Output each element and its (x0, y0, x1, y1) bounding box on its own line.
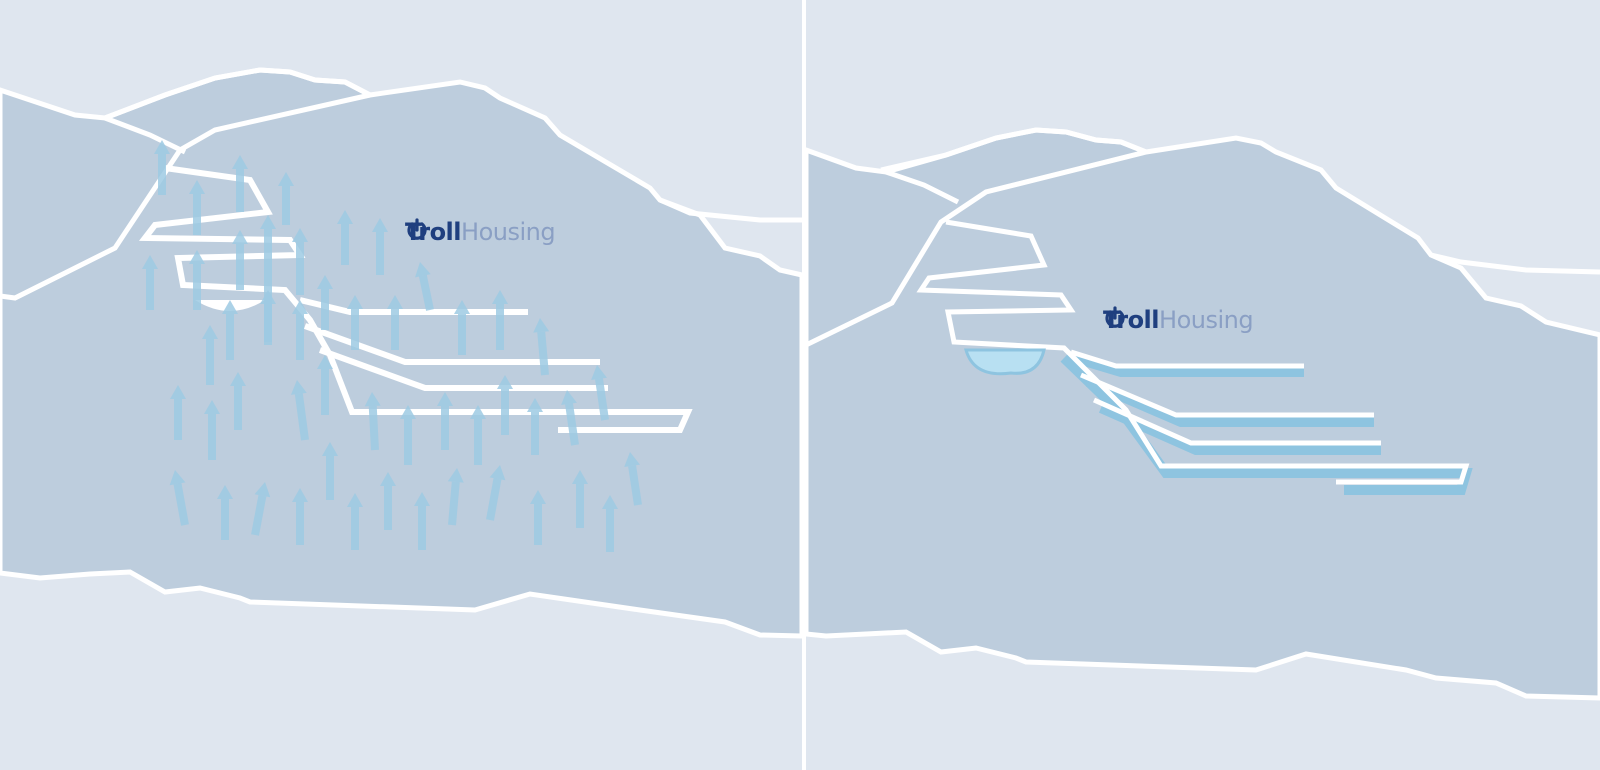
water-arrow-head (170, 385, 186, 399)
fault-line-2 (885, 169, 960, 205)
ridge-line (880, 127, 1147, 173)
logo-word-troll: Troll (1103, 306, 1160, 334)
water-arrow-shaft (628, 465, 642, 506)
logo-word-housing: Housing (461, 218, 556, 246)
water-arrow-head (470, 405, 486, 419)
water-arrow-head (278, 172, 294, 186)
water-arrow-head (292, 300, 308, 314)
water-arrow-shaft (418, 274, 434, 311)
water-arrow-head (347, 493, 363, 507)
water-arrow-head (415, 262, 431, 278)
water-arrow-head (142, 255, 158, 269)
water-arrow-head (561, 390, 577, 406)
water-arrow-head (232, 155, 248, 169)
water-arrow-shaft (294, 393, 309, 441)
water-arrow-head (189, 180, 205, 194)
water-arrow-head (454, 300, 470, 314)
water-arrow-head (230, 372, 246, 386)
water-arrow-head (414, 492, 430, 506)
water-arrow-shaft (368, 405, 379, 451)
water-arrow-head (322, 442, 338, 456)
fault-line-3 (1430, 252, 1600, 275)
water-arrow-head (602, 495, 618, 509)
water-arrow-head (260, 215, 276, 229)
water-arrow-head (204, 400, 220, 414)
water-arrow-shaft (173, 483, 189, 526)
water-arrow-head (292, 228, 308, 242)
water-arrow-head (232, 230, 248, 244)
power-icon (407, 218, 427, 240)
fault-line (0, 92, 371, 301)
water-arrow-shaft (537, 331, 549, 376)
reservoir-lined (964, 348, 1046, 376)
water-arrow-head (372, 218, 388, 232)
water-arrow-shaft (251, 495, 267, 536)
water-arrow-head (447, 468, 464, 483)
rock-mass (0, 67, 802, 639)
water-arrow-shaft (448, 481, 460, 526)
water-arrow-head (591, 365, 607, 381)
logo-word-troll: Troll (405, 218, 462, 246)
water-arrow-head (497, 375, 513, 389)
water-arrow-head (572, 470, 588, 484)
water-arrow-head (337, 210, 353, 224)
water-arrow-head (364, 392, 381, 407)
left-diagram-svg (0, 67, 802, 639)
fault-line-2 (104, 115, 187, 155)
water-arrow-head (290, 380, 307, 395)
water-arrow-shaft (486, 478, 502, 521)
ridge-line (104, 67, 372, 121)
water-arrow-head (292, 488, 308, 502)
fault-line-3 (659, 197, 802, 223)
water-arrow-shaft (565, 403, 579, 446)
water-arrow-head (400, 405, 416, 419)
water-arrow-shaft (595, 378, 609, 421)
water-arrow-head (317, 355, 333, 369)
water-arrow-head (154, 140, 170, 154)
water-arrow-head (489, 465, 506, 481)
water-arrow-head (530, 490, 546, 504)
water-arrow-head (189, 250, 205, 264)
panel-divider (802, 0, 806, 770)
power-icon (1105, 306, 1125, 328)
water-arrow-head (527, 398, 543, 412)
right-diagram-svg (806, 127, 1600, 701)
water-arrow-head (222, 300, 238, 314)
fault-line (806, 149, 1147, 348)
water-arrow-head (492, 290, 508, 304)
water-arrow-head (169, 470, 186, 486)
water-arrow-head (347, 295, 363, 309)
water-arrow-head (387, 295, 403, 309)
water-arrow-head (624, 452, 640, 468)
water-arrow-head (254, 482, 271, 498)
water-flow-arrows (142, 140, 642, 552)
tunnel-system (916, 219, 1470, 485)
water-arrow-head (380, 472, 396, 486)
water-arrow-head (437, 392, 453, 406)
water-arrow-head (202, 325, 218, 339)
water-arrow-head (317, 275, 333, 289)
logo-word-housing: Housing (1159, 306, 1254, 334)
water-arrow-head (260, 290, 276, 304)
water-arrow-head (217, 485, 233, 499)
water-arrow-head (533, 318, 550, 333)
